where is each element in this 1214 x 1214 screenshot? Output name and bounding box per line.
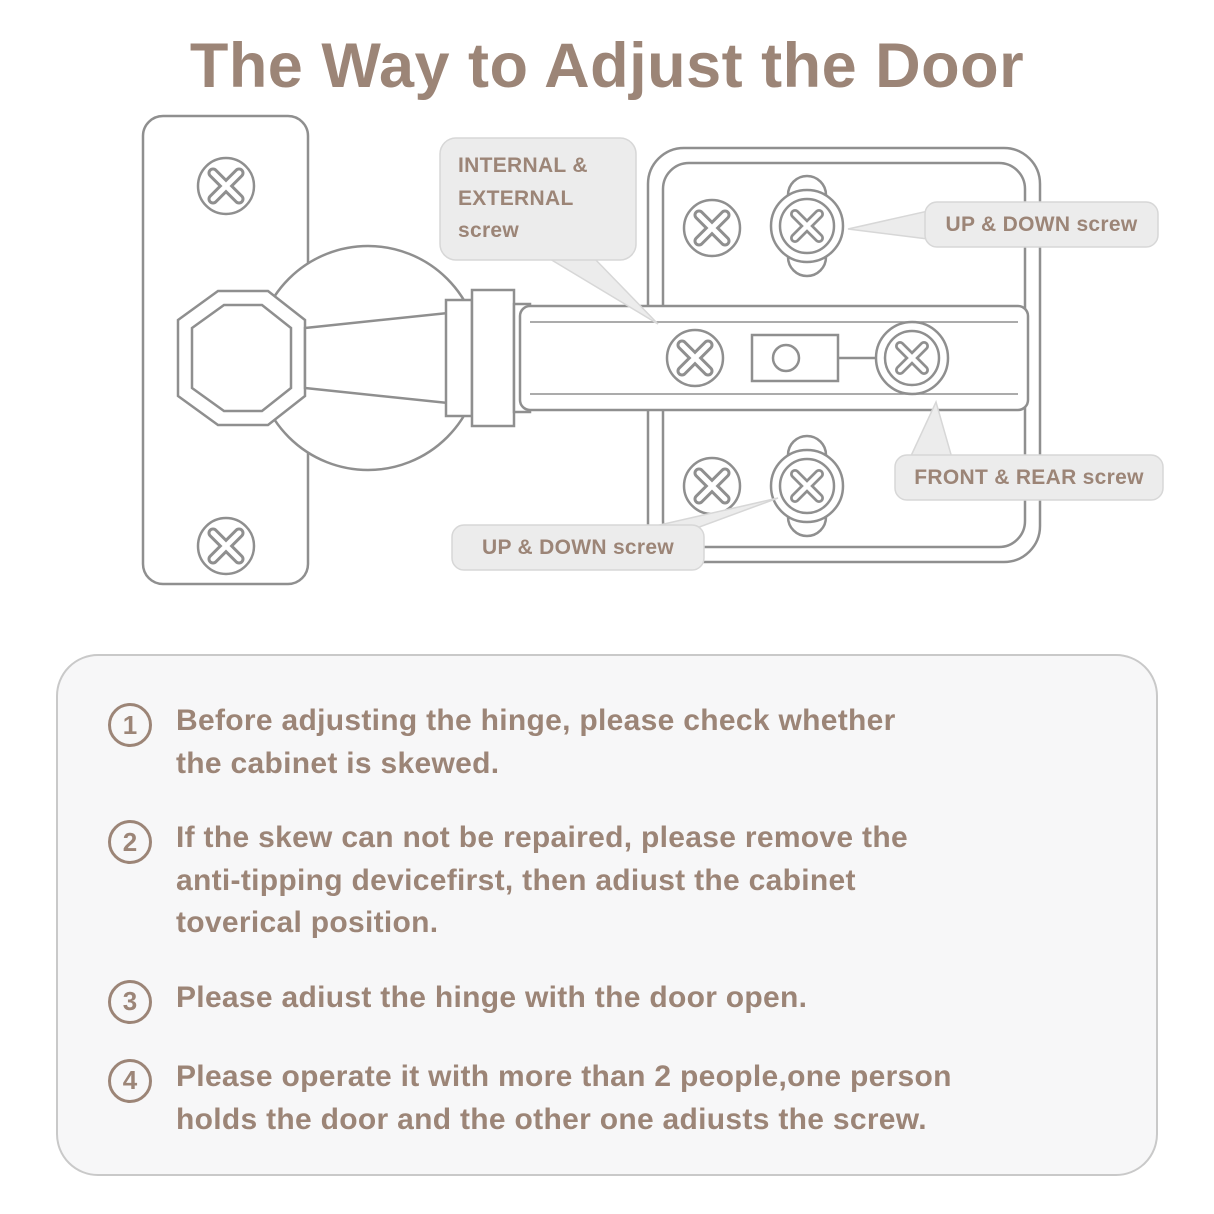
step-text-3: Please adiust the hinge with the door op… xyxy=(176,980,808,1014)
callout-box-updown-top xyxy=(924,201,1159,248)
cup-plate-top-screw-icon xyxy=(198,158,254,214)
step-number-1: 1 xyxy=(108,703,152,747)
step-number-4: 4 xyxy=(108,1058,152,1103)
label-front-rear-screw: FRONT & REAR screw xyxy=(914,466,1144,489)
label-internal-external-screw: INTERNAL & EXTERNAL screw xyxy=(458,154,588,243)
arm-front-rear-screw-icon xyxy=(876,322,948,394)
label-up-down-screw-top: UP & DOWN screw xyxy=(945,213,1138,236)
plate-bottom-updown-screw-icon xyxy=(771,450,843,522)
step-number-2: 2 xyxy=(108,820,152,865)
page-title: The Way to Adjust the Door xyxy=(189,31,1025,101)
plate-top-left-screw-icon xyxy=(684,200,740,256)
callout-box-internal-external xyxy=(439,137,637,261)
callout-bubbles xyxy=(439,137,1164,571)
callout-box-updown-bottom xyxy=(451,524,705,571)
instruction-step-3: 3 Please adiust the hinge with the door … xyxy=(108,977,1106,1024)
plate-bottom-left-screw-icon xyxy=(684,458,740,514)
step-text-1: Before adjusting the hinge, please check… xyxy=(176,704,896,780)
instruction-step-1: 1 Before adjusting the hinge, please che… xyxy=(108,700,1106,785)
instruction-step-2: 2 If the skew can not be repaired, pleas… xyxy=(108,817,1106,945)
step-number-3: 3 xyxy=(108,979,152,1024)
cup-plate-bottom-screw-icon xyxy=(198,518,254,574)
hinge-diagram: INTERNAL & EXTERNAL screw UP & DOWN scre… xyxy=(0,108,1214,636)
hinge-line-art xyxy=(141,114,1164,586)
step-text-2: If the skew can not be repaired, please … xyxy=(176,821,908,940)
plate-top-updown-screw-icon xyxy=(771,190,843,262)
arm-internal-external-screw-icon xyxy=(667,330,723,386)
label-up-down-screw-bottom: UP & DOWN screw xyxy=(482,536,674,559)
instructions-panel: 1 Before adjusting the hinge, please che… xyxy=(56,654,1158,1176)
instruction-step-4: 4 Please operate it with more than 2 peo… xyxy=(108,1056,1106,1141)
hinge-arm xyxy=(518,304,1030,412)
callout-box-front-rear xyxy=(894,454,1164,501)
step-text-4: Please operate it with more than 2 peopl… xyxy=(176,1059,952,1136)
